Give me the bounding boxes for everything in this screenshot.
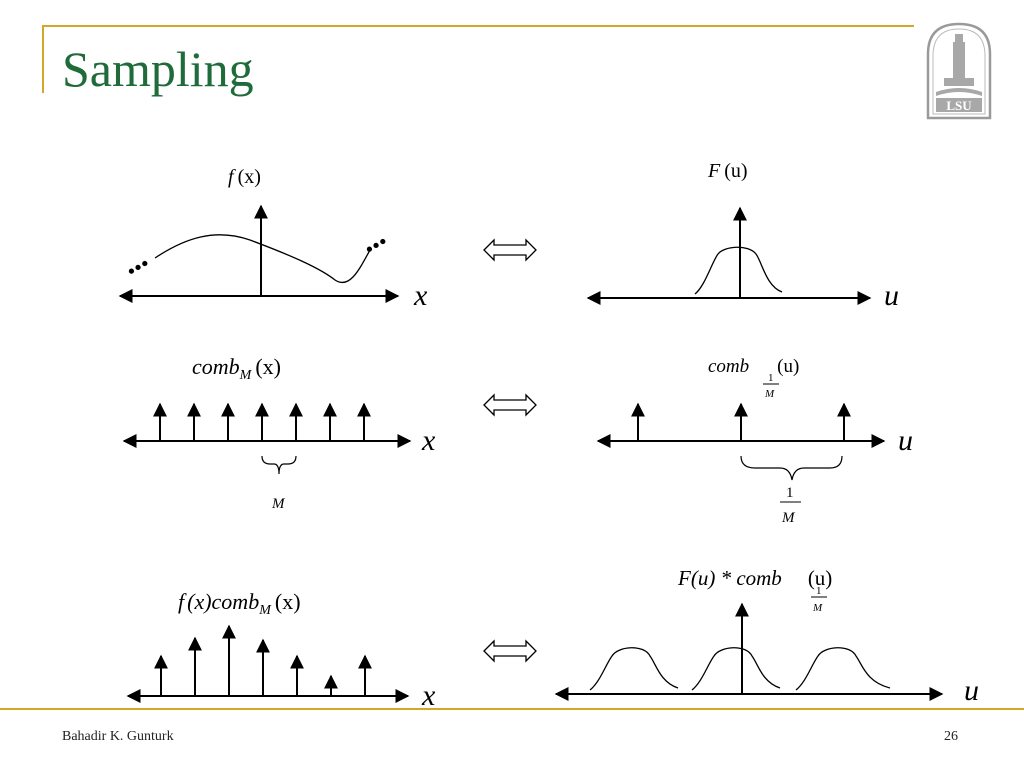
combM-label: combM(x) <box>192 354 281 383</box>
periodic-spectrum-u-label: u <box>964 674 979 707</box>
comb1M-u-label: u <box>898 424 913 457</box>
fx-x-label: x <box>413 279 428 312</box>
sampled-fx-label: f(x)combM(x) <box>178 589 301 618</box>
logo-text: LSU <box>946 98 972 113</box>
spectrum-replica-right <box>795 647 891 691</box>
bottom-rule <box>0 708 1024 710</box>
fourier-pair-arrow-2 <box>483 393 537 417</box>
comb1M-spacing-M: M <box>781 510 796 526</box>
footer-page-number: 26 <box>944 729 958 744</box>
title-accent-bar <box>42 25 44 93</box>
lsu-logo: LSU <box>926 22 992 120</box>
fourier-pair-arrow-1 <box>483 238 537 262</box>
Fu-u-label: u <box>884 279 899 312</box>
periodic-spectrum-plot: F(u) * comb(u) 1 M u <box>554 566 979 707</box>
comb1M-label: comb(u) <box>708 356 799 377</box>
combM-spacing-label: M <box>271 496 286 512</box>
combM-x-label: x <box>421 424 436 457</box>
Fu-curve <box>694 246 783 295</box>
Fu-plot: F(u) u <box>586 160 899 312</box>
comb1M-sub-M: M <box>764 388 775 400</box>
combM-plot: combM(x) M x <box>122 354 436 512</box>
spectrum-replica-left <box>589 647 679 691</box>
comb1M-plot: comb(u) 1 M 1 M u <box>596 356 913 526</box>
sampled-fx-x-label: x <box>421 679 436 712</box>
footer-author: Bahadir K. Gunturk <box>62 729 174 744</box>
fx-dots-right: ••• <box>360 229 393 262</box>
slide-title: Sampling <box>62 41 254 97</box>
conv-sub-M: M <box>812 602 823 614</box>
spectrum-replica-center <box>691 647 781 691</box>
top-rule <box>42 25 914 27</box>
comb1M-spacing-brace <box>740 455 843 481</box>
Fu-label: F(u) <box>707 160 748 182</box>
fx-dots-left: ••• <box>122 251 155 284</box>
combM-spacing-brace <box>261 455 297 475</box>
sampled-fx-plot: f(x)combM(x) x <box>126 589 436 712</box>
periodic-spectrum-label: F(u) * comb(u) <box>677 566 832 590</box>
comb1M-spacing-one: 1 <box>786 485 794 501</box>
fx-label: f(x) <box>228 166 261 188</box>
comb1M-sub-one: 1 <box>768 372 774 384</box>
fx-plot: f(x) ••• ••• x <box>118 166 428 312</box>
fx-curve <box>154 234 371 283</box>
fourier-pair-arrow-3 <box>483 639 537 663</box>
conv-sub-one: 1 <box>816 585 822 597</box>
